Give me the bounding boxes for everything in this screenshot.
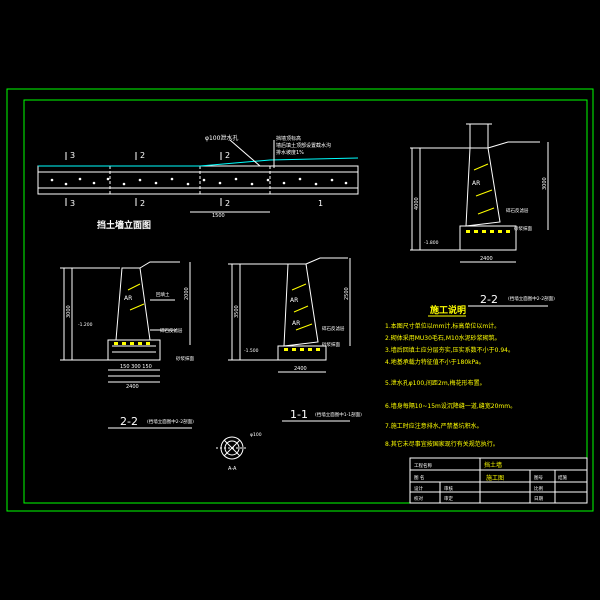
svg-text:砂浆抹面: 砂浆抹面 [514,225,532,232]
svg-text:排水坡度1%: 排水坡度1% [276,149,304,156]
svg-text:碎石反滤层: 碎石反滤层 [506,207,529,214]
section-mark-2a-top: 2 [140,151,145,160]
svg-text:砂浆抹面: 砂浆抹面 [176,355,194,362]
note-5: 5.泄水孔φ100,间距2m,梅花形布置。 [385,379,486,387]
svg-text:砂浆抹面: 砂浆抹面 [322,341,340,348]
svg-text:1500: 1500 [212,213,225,219]
inner-frame [23,99,588,504]
title-block-row1: 挡土墙 [484,461,502,469]
svg-text:墙后填土顶部设置截水沟: 墙后填土顶部设置截水沟 [276,142,331,149]
note-8: 8.其它未尽事宜按国家现行有关规范执行。 [385,440,499,448]
svg-text:日期: 日期 [534,496,543,502]
svg-text:结施: 结施 [558,474,567,481]
svg-text:工程名称: 工程名称 [414,462,432,469]
svg-text:3000: 3000 [542,177,548,190]
section-mark-1: 1 [318,199,323,208]
note-7: 7.施工时应注意排水,严禁基坑积水。 [385,422,483,430]
svg-text:审核: 审核 [444,485,453,492]
note-6: 6.墙身每隔10~15m设沉降缝一道,缝宽20mm。 [385,402,516,410]
svg-text:审定: 审定 [444,495,453,502]
svg-text:3000: 3000 [66,305,72,318]
svg-text:2000: 2000 [184,287,190,300]
svg-text:(挡墙立面图中1-1剖面): (挡墙立面图中1-1剖面) [315,411,362,418]
svg-text:图号: 图号 [534,475,543,481]
svg-text:碎石反滤层: 碎石反滤层 [322,325,345,332]
note-2: 2.砌体采用MU30毛石,M10水泥砂浆砌筑。 [385,334,501,342]
svg-text:-1.800: -1.800 [424,240,439,246]
svg-text:AR: AR [472,180,480,187]
elevation-title: 挡土墙立面图 [97,219,151,231]
svg-text:挡墙顶标高: 挡墙顶标高 [276,135,301,142]
svg-text:φ100: φ100 [250,432,262,438]
pipe-note: φ100泄水孔 [205,134,238,142]
note-1: 1.本图尺寸单位以mm计,标高单位以m计。 [385,322,500,330]
svg-text:(挡墙立面图中2-2剖面): (挡墙立面图中2-2剖面) [147,418,194,425]
svg-text:回填土: 回填土 [156,291,170,298]
svg-text:AR: AR [292,320,300,327]
svg-text:AR: AR [290,297,298,304]
svg-text:2400: 2400 [294,366,307,372]
note-3: 3.墙后回填土应分层夯实,压实系数不小于0.94。 [385,346,514,354]
section-22-right: AR 4000 3000 2400 碎石反滤层 砂浆抹面 -1.800 [410,123,549,263]
title-block: 挡土墙 施工图 工程名称 图 名 设计 审核 校对 审定 图号 比例 日期 结施 [409,457,588,504]
svg-text:3500: 3500 [234,305,240,318]
section-mark-2b-top: 2 [225,151,230,160]
svg-text:2400: 2400 [126,384,139,390]
svg-text:4000: 4000 [414,197,420,210]
svg-text:2400: 2400 [480,256,493,262]
svg-text:比例: 比例 [534,485,543,492]
section-mark-2a-bottom: 2 [140,199,145,208]
svg-text:AR: AR [124,295,132,302]
title-block-row2: 施工图 [486,474,504,482]
elevation-view: 3 3 2 2 2 2 1 1500 φ100泄水孔 挡墙顶标高 墙后填土顶部设… [37,134,359,219]
svg-text:-1.200: -1.200 [78,322,93,328]
section-mark-2b-bottom: 2 [225,199,230,208]
outer-frame [6,88,594,512]
section-mark-3-top: 3 [70,151,75,160]
section-22-left: AR 150 300 150 2400 回填土 碎石反滤层 砂浆抹面 3000 … [60,261,194,390]
svg-text:(挡墙立面图中2-2剖面): (挡墙立面图中2-2剖面) [508,295,555,302]
svg-text:2500: 2500 [344,287,350,300]
section-22-right-title: 2-2 [480,293,498,306]
pipe-detail: A-A φ100 [216,432,262,472]
section-22-left-title: 2-2 [120,415,138,428]
note-4: 4.地基承载力特征值不小于180kPa。 [385,358,485,366]
svg-text:校对: 校对 [414,495,423,502]
section-11-title: 1-1 [290,408,308,421]
section-mark-3-bottom: 3 [70,199,75,208]
svg-text:图 名: 图 名 [414,474,424,481]
notes-title: 施工说明 [430,304,466,316]
svg-text:A-A: A-A [228,466,237,472]
svg-text:150 300 150: 150 300 150 [120,364,152,370]
section-11: AR AR 3500 2500 2400 碎石反滤层 砂浆抹面 -1.500 [228,257,351,373]
svg-text:设计: 设计 [414,485,423,492]
svg-text:-1.500: -1.500 [244,348,259,354]
